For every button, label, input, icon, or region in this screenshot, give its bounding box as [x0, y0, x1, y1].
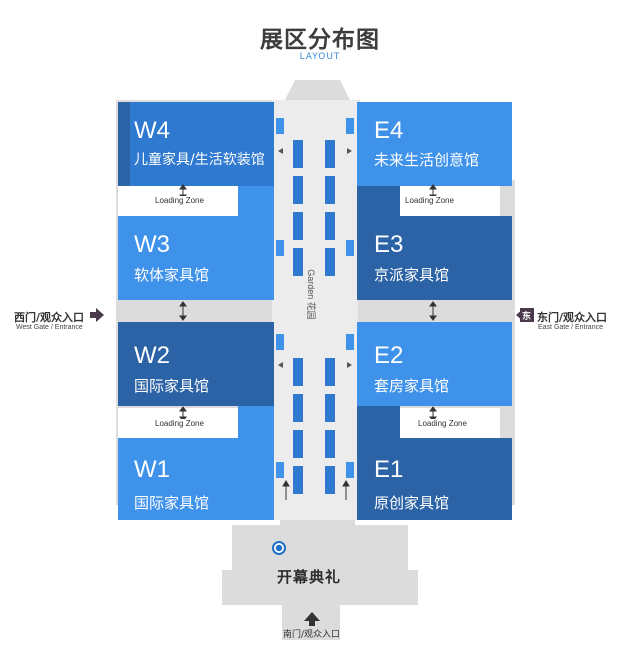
central-corridor [272, 100, 358, 520]
hall-w3-shape [118, 186, 274, 300]
east-gate-label: 东门/观众入口 [537, 311, 608, 324]
west-gate-arrow [90, 308, 104, 322]
hall-e3-shape [357, 186, 512, 300]
hall-e4-name: 未来生活创意馆 [374, 151, 480, 169]
hall-e2-shape [357, 322, 512, 406]
hall-e2-code[interactable]: E2 [374, 342, 404, 369]
page-title: 展区分布图 [260, 27, 380, 53]
hall-w4-rear [118, 102, 130, 186]
corridor-arrows [278, 148, 352, 368]
hall-w1-name: 国际家具馆 [134, 494, 210, 512]
hall-w1-code[interactable]: W1 [134, 456, 170, 483]
corridor-strips [293, 140, 335, 494]
south-gate-arrow [304, 612, 320, 626]
loading-zone-label: Loading Zone [153, 196, 206, 205]
west-gate-sub: West Gate / Entrance [16, 324, 83, 331]
loading-zone-label: Loading Zone [153, 419, 206, 428]
hall-e4-code[interactable]: E4 [374, 117, 404, 144]
south-gate-label: 南门/观众入口 [283, 630, 341, 640]
hall-w4-name: 儿童家具/生活软装馆 [134, 152, 265, 168]
hall-e1-code[interactable]: E1 [374, 456, 404, 483]
page-subtitle: LAYOUT [299, 52, 341, 62]
west-gate-label: 西门/观众入口 [14, 311, 85, 324]
hall-w4-code[interactable]: W4 [134, 117, 170, 144]
hall-e1-shape [357, 406, 512, 520]
hall-w1-shape [118, 406, 274, 520]
hall-w4-shape [118, 102, 274, 186]
loading-zone-label: Loading Zone [403, 196, 456, 205]
east-gate-badge: 东 [522, 312, 532, 322]
hall-w2-shape [118, 322, 274, 406]
east-gate-sub: East Gate / Entrance [538, 324, 603, 331]
hall-e2-name: 套房家具馆 [374, 377, 450, 395]
hall-e3-name: 京派家具馆 [374, 266, 450, 284]
hall-w3-name: 软体家具馆 [134, 266, 210, 284]
hall-e4-shape [357, 102, 512, 186]
corridor-edge-blocks [276, 118, 354, 478]
hall-w2-code[interactable]: W2 [134, 342, 170, 369]
garden-label: Garden 花园 [305, 269, 316, 320]
hall-e1-name: 原创家具馆 [374, 494, 450, 512]
hall-e3-code[interactable]: E3 [374, 231, 404, 258]
loading-zone-label: Loading Zone [416, 419, 469, 428]
ceremony-label: 开幕典礼 [277, 568, 342, 586]
hall-w3-code[interactable]: W3 [134, 231, 170, 258]
east-gate-badge-bg [520, 308, 534, 322]
hall-w2-name: 国际家具馆 [134, 377, 210, 395]
